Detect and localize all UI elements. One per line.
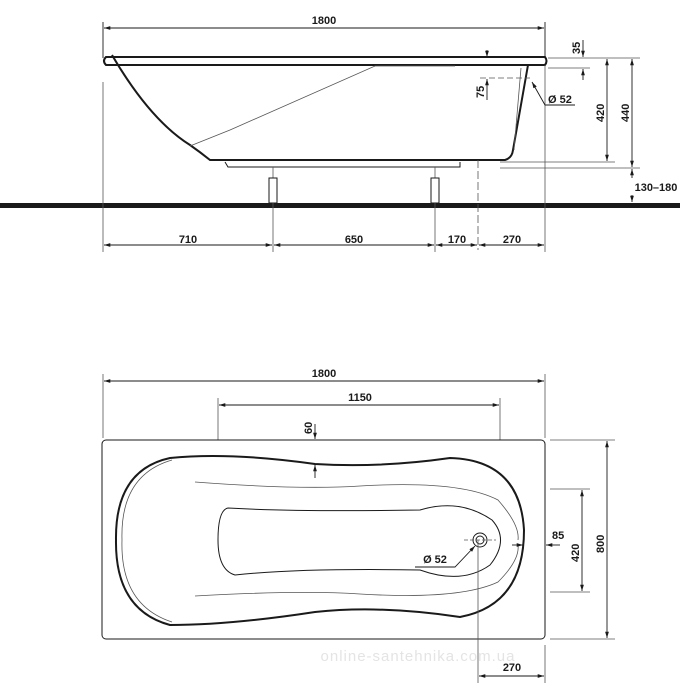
inner-width-label: 420 (570, 544, 582, 562)
drain-distance-label: 270 (503, 662, 521, 674)
inner-wall-line (513, 67, 522, 151)
leg-height-label: 130–180 (635, 182, 678, 194)
tub-bottom-outline (217, 505, 501, 577)
segment-label-3: 170 (448, 234, 466, 246)
backrest-line (189, 65, 455, 147)
leg-left (268, 167, 278, 204)
bowl-inner-edge (121, 459, 173, 623)
watermark: online-santehnika.com.ua (321, 648, 516, 665)
leg-right (430, 167, 440, 204)
segment-label-2: 650 (345, 234, 363, 246)
inner-depth-label: 420 (595, 104, 607, 122)
rim-width-label: 60 (303, 422, 315, 434)
top-length-label: 1800 (312, 368, 336, 380)
outer-height-label: 440 (620, 104, 632, 122)
drain-end-offset-label: 85 (552, 530, 564, 542)
leader-line (415, 545, 476, 568)
tub-bowl-outline (114, 455, 526, 627)
tub-outer-rim (101, 439, 546, 640)
inner-span-label: 1150 (348, 392, 372, 404)
tub-body-outline (111, 54, 529, 161)
overflow-offset-label: 75 (475, 86, 487, 98)
side-length-label: 1800 (312, 15, 336, 27)
bowl-shelf-line-top (194, 481, 519, 541)
leader-line (531, 81, 575, 106)
rim-thickness-label: 35 (571, 42, 583, 54)
segment-label-1: 710 (179, 234, 197, 246)
tub-rim (103, 56, 548, 66)
segment-label-4: 270 (503, 234, 521, 246)
overflow-diameter-label: Ø 52 (548, 94, 572, 106)
overall-width-label: 800 (595, 535, 607, 553)
floor-line (0, 203, 680, 208)
side-view: 1800 710 650 170 270 (0, 15, 680, 252)
tub-base-channel (224, 161, 461, 168)
bowl-shelf-line-bottom (194, 544, 519, 597)
drain-diameter-label: Ø 52 (423, 554, 447, 566)
top-view: 1800 1150 60 Ø 52 85 420 (101, 368, 615, 683)
